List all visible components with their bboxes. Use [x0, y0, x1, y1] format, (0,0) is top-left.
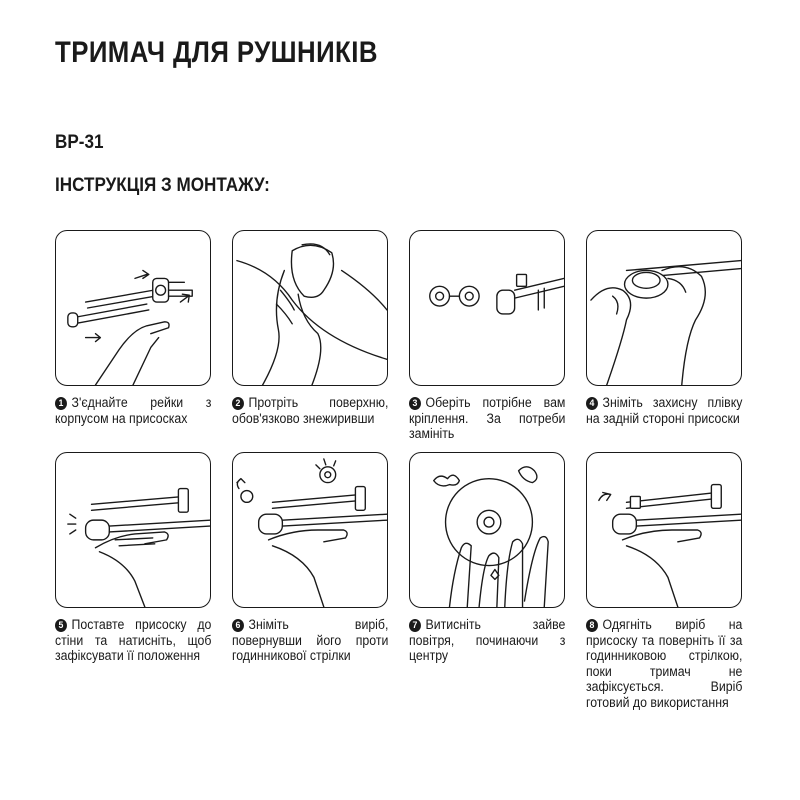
- step-6-number: 6: [232, 619, 244, 632]
- step-1-panel: [55, 230, 211, 386]
- step-5-panel: [55, 452, 211, 608]
- step-5-number: 5: [55, 619, 67, 632]
- step-7-panel: [409, 452, 565, 608]
- step-4-panel: [586, 230, 742, 386]
- step-4-remove-film-illustration: [590, 259, 741, 385]
- step-5-press-to-wall-illustration: [67, 487, 210, 607]
- step-3-panel: [409, 230, 565, 386]
- step-8-number: 8: [586, 619, 598, 632]
- step-7-text: Витисніть зайве повітря, починаючи з цен…: [409, 617, 566, 663]
- step-4-text: Зніміть захисну плівку на задній стороні…: [586, 395, 743, 426]
- step-6-remove-cap-illustration: [236, 458, 387, 607]
- step-8-reattach-illustration: [598, 483, 741, 607]
- step-2-panel: [232, 230, 388, 386]
- step-2-number: 2: [232, 397, 244, 410]
- step-2-text: Протріть поверхню, обов'язково знежиривш…: [232, 395, 389, 426]
- step-8-text: Одягніть виріб на присоску та поверніть …: [586, 617, 743, 710]
- step-8-panel: [586, 452, 742, 608]
- step-6-text: Зніміть виріб, повернувши його проти год…: [232, 617, 389, 663]
- step-5-text: Поставте присоску до стіни та натисніть,…: [55, 617, 212, 663]
- step-3-number: 3: [409, 397, 421, 410]
- instructions-heading: ІНСТРУКЦІЯ З МОНТАЖУ:: [55, 175, 270, 196]
- step-3-text: Оберіть потрібне вам кріплення. За потре…: [409, 395, 566, 441]
- step-4-number: 4: [586, 397, 598, 410]
- step-3-choose-mount-illustration: [429, 273, 564, 315]
- step-1-text: З'єднайте рейки з корпусом на присосках: [55, 395, 212, 426]
- model-number: BP-31: [55, 132, 104, 153]
- step-1-number: 1: [55, 397, 67, 410]
- step-1-assemble-rails-illustration: [67, 269, 193, 385]
- step-6-panel: [232, 452, 388, 608]
- step-2-wipe-surface-illustration: [236, 243, 387, 385]
- step-7-push-out-air-illustration: [433, 466, 549, 607]
- step-7-number: 7: [409, 619, 421, 632]
- page-title: ТРИМАЧ ДЛЯ РУШНИКІВ: [55, 36, 378, 69]
